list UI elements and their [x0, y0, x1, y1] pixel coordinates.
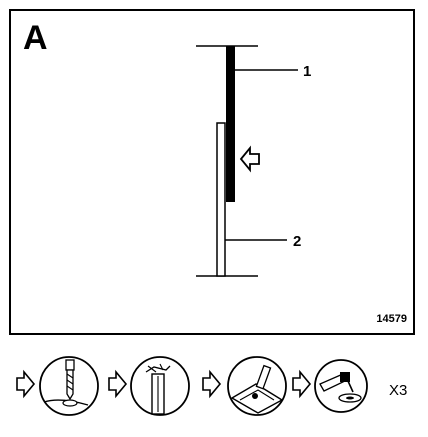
callout-2-label: 2	[293, 233, 301, 250]
step-arrow-icon	[202, 369, 222, 399]
panel-letter: A	[23, 19, 48, 57]
panel-section-diagram: 1 2	[196, 45, 311, 277]
cut-panel-icon	[130, 356, 190, 416]
hollow-arrow-left-icon	[239, 145, 260, 173]
figure-id: 14579	[376, 313, 407, 325]
diagram-frame: A 14579	[9, 9, 415, 335]
step-arrow-icon	[292, 369, 312, 399]
panel-1	[226, 46, 235, 202]
procedure-steps	[16, 356, 368, 416]
step-arrow-icon	[108, 369, 128, 399]
callout-1-label: 1	[303, 63, 311, 80]
step-arrow-icon	[16, 369, 36, 399]
drill-icon	[39, 356, 99, 416]
weld-icon	[314, 359, 368, 413]
panel-2	[216, 122, 226, 277]
grind-icon	[227, 356, 287, 416]
repeat-count: X3	[389, 382, 408, 399]
